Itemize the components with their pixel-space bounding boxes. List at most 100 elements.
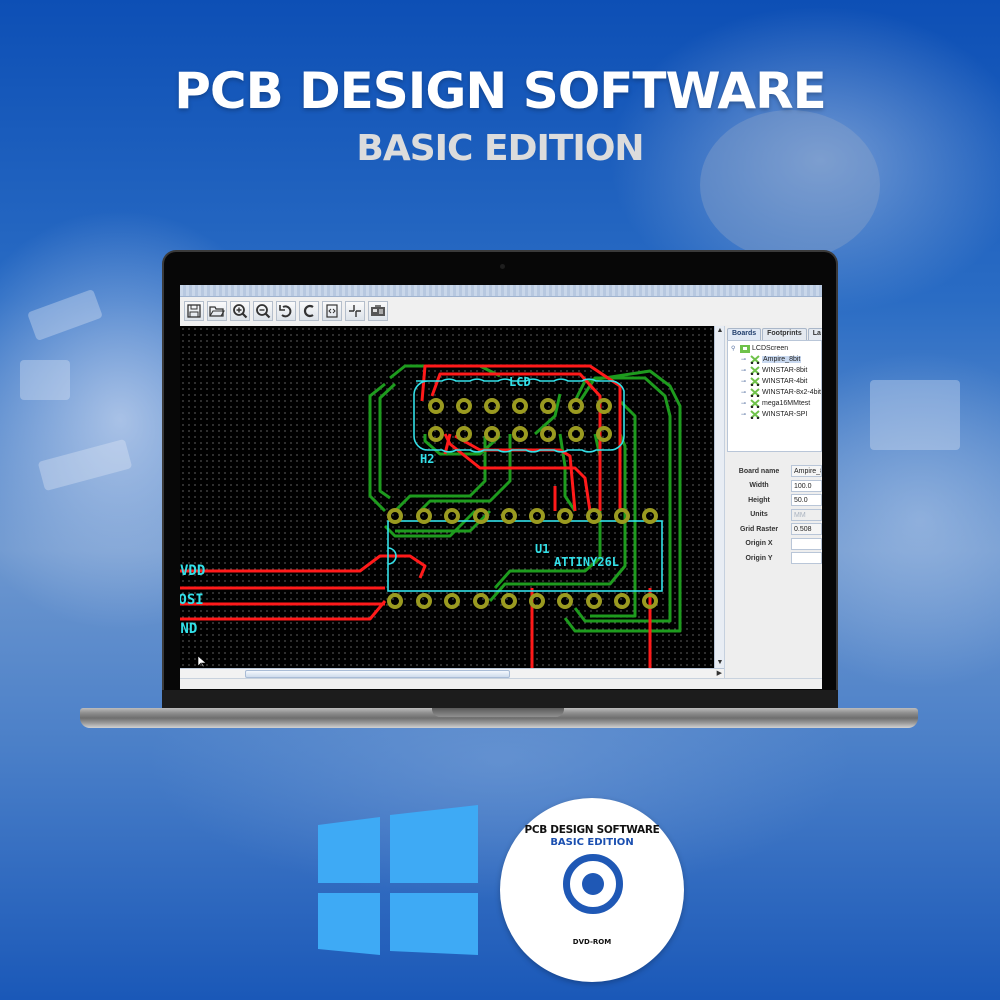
crosshair-icon: [349, 305, 361, 317]
windows-logo-icon: [318, 805, 478, 955]
window-titlebar[interactable]: [180, 285, 822, 297]
board-icon: [750, 377, 760, 386]
node-handle-icon: ⊸: [741, 357, 747, 363]
horizontal-scroll-thumb[interactable]: [245, 670, 510, 678]
node-handle-icon: ⊸: [741, 368, 747, 374]
background-circuit-component: [870, 380, 960, 450]
prop-grid-raster: Grid Raster 0.508: [727, 522, 822, 537]
undo-button[interactable]: [276, 301, 296, 321]
board-icon: [750, 388, 760, 397]
disc-hub-icon: [563, 854, 623, 914]
tree-item[interactable]: ⊸ Ampire_8bit: [731, 354, 821, 365]
canvas-vertical-scrollbar[interactable]: ▲ ▼: [714, 326, 724, 668]
board-view-button[interactable]: [368, 301, 388, 321]
node-handle-icon: ⊸: [741, 390, 747, 396]
pcb-canvas[interactable]: LCD H2 U1 ATTINY26L VDD MOSI GND: [180, 326, 714, 668]
tree-item[interactable]: ⊸ WINSTAR-8bit: [731, 365, 821, 376]
save-icon: [187, 304, 201, 318]
toolbar: [180, 297, 822, 325]
tree-item-label: WINSTAR-8x2-4bit: [762, 389, 821, 396]
label-lcd: LCD: [509, 375, 531, 389]
prop-origin-y: Origin Y: [727, 551, 822, 566]
grid-raster-field[interactable]: 0.508: [791, 523, 822, 536]
zoom-out-icon: [256, 304, 271, 319]
board-icon: [750, 399, 760, 408]
hero-title: PCB DESIGN SOFTWARE: [174, 62, 826, 120]
laptop-base: [80, 708, 918, 728]
app-window: LCD H2 U1 ATTINY26L VDD MOSI GND ▲ ▼ ▶ B…: [180, 285, 822, 689]
width-field[interactable]: 100.0: [791, 479, 822, 492]
hero-subtitle: BASIC EDITION: [356, 128, 644, 169]
label-h2: H2: [420, 452, 435, 466]
fit-view-button[interactable]: [322, 301, 342, 321]
prop-height: Height 50.0: [727, 493, 822, 508]
undo-icon: [279, 305, 292, 318]
origin-x-field[interactable]: [791, 537, 822, 550]
label-net-vdd: VDD: [180, 563, 206, 579]
tree-item-label: Ampire_8bit: [762, 356, 802, 363]
dvd-disc: PCB DESIGN SOFTWARE BASIC EDITION DVD-RO…: [500, 798, 684, 982]
node-handle-icon: ⊸: [741, 412, 747, 418]
board-view-icon: [371, 305, 385, 316]
collapse-handle-icon[interactable]: ⚲: [731, 346, 736, 352]
tree-root-label: LCDScreen: [752, 345, 789, 352]
disc-media-label: DVD-ROM: [572, 938, 612, 946]
redo-button[interactable]: [299, 301, 319, 321]
tree-item[interactable]: ⊸ mega16MMtest: [731, 398, 821, 409]
pcb-layout: [180, 364, 682, 668]
background-circuit-component: [26, 288, 104, 342]
tree-item[interactable]: ⊸ WINSTAR-8x2-4bit: [731, 387, 821, 398]
project-folder-icon: [740, 345, 750, 353]
board-icon: [750, 366, 760, 375]
status-bar: [180, 678, 822, 689]
label-attiny26l: ATTINY26L: [554, 555, 620, 569]
origin-button[interactable]: [345, 301, 365, 321]
node-handle-icon: ⊸: [741, 401, 747, 407]
origin-y-field[interactable]: [791, 552, 822, 565]
camera-icon: [500, 264, 505, 269]
prop-units: Units MM: [727, 508, 822, 523]
save-button[interactable]: [184, 301, 204, 321]
laptop-notch: [432, 708, 564, 717]
zoom-in-button[interactable]: [230, 301, 250, 321]
side-tabs: Boards Footprints La: [725, 328, 822, 340]
zoom-in-icon: [233, 304, 248, 319]
tree-item[interactable]: ⊸ WINSTAR-SPI: [731, 409, 821, 420]
disc-subtitle: BASIC EDITION: [550, 837, 634, 848]
label-u1: U1: [535, 542, 550, 556]
tab-footprints[interactable]: Footprints: [762, 328, 807, 340]
zoom-out-button[interactable]: [253, 301, 273, 321]
tab-boards[interactable]: Boards: [727, 328, 762, 340]
scroll-up-icon[interactable]: ▲: [716, 327, 724, 334]
laptop-lid: LCD H2 U1 ATTINY26L VDD MOSI GND ▲ ▼ ▶ B…: [162, 250, 838, 710]
mouse-cursor-icon: [198, 656, 206, 668]
board-icon: [750, 355, 760, 364]
disc-hole: [582, 873, 604, 895]
label-net-gnd: GND: [180, 621, 198, 637]
fit-view-icon: [326, 304, 338, 318]
board-name-field[interactable]: Ampire_8bit: [791, 465, 822, 478]
background-circuit-component: [37, 438, 133, 492]
units-field: MM: [791, 508, 822, 521]
open-button[interactable]: [207, 301, 227, 321]
board-properties: Board name Ampire_8bit Width 100.0 Heigh…: [725, 464, 822, 566]
boards-tree: ⚲ LCDScreen ⊸ Ampire_8bit ⊸ WINSTAR-8bit…: [727, 340, 822, 452]
tree-item-label: WINSTAR-4bit: [762, 378, 808, 385]
background-circuit-component: [700, 110, 880, 260]
background-circuit-component: [20, 360, 70, 400]
open-folder-icon: [209, 306, 225, 317]
node-handle-icon: ⊸: [741, 379, 747, 385]
prop-width: Width 100.0: [727, 479, 822, 494]
side-panel: Boards Footprints La ⚲ LCDScreen ⊸ Ampir…: [724, 326, 822, 678]
scroll-right-icon[interactable]: ▶: [716, 670, 722, 677]
tree-item-label: WINSTAR-8bit: [762, 367, 808, 374]
tree-item-label: WINSTAR-SPI: [762, 411, 808, 418]
tree-item[interactable]: ⊸ WINSTAR-4bit: [731, 376, 821, 387]
scroll-down-icon[interactable]: ▼: [716, 659, 724, 666]
height-field[interactable]: 50.0: [791, 494, 822, 507]
disc-title: PCB DESIGN SOFTWARE: [524, 824, 660, 836]
board-icon: [750, 410, 760, 419]
tree-root[interactable]: ⚲ LCDScreen: [731, 343, 821, 354]
tab-layers[interactable]: La: [807, 328, 822, 340]
canvas-horizontal-scrollbar[interactable]: ▶: [180, 668, 724, 678]
